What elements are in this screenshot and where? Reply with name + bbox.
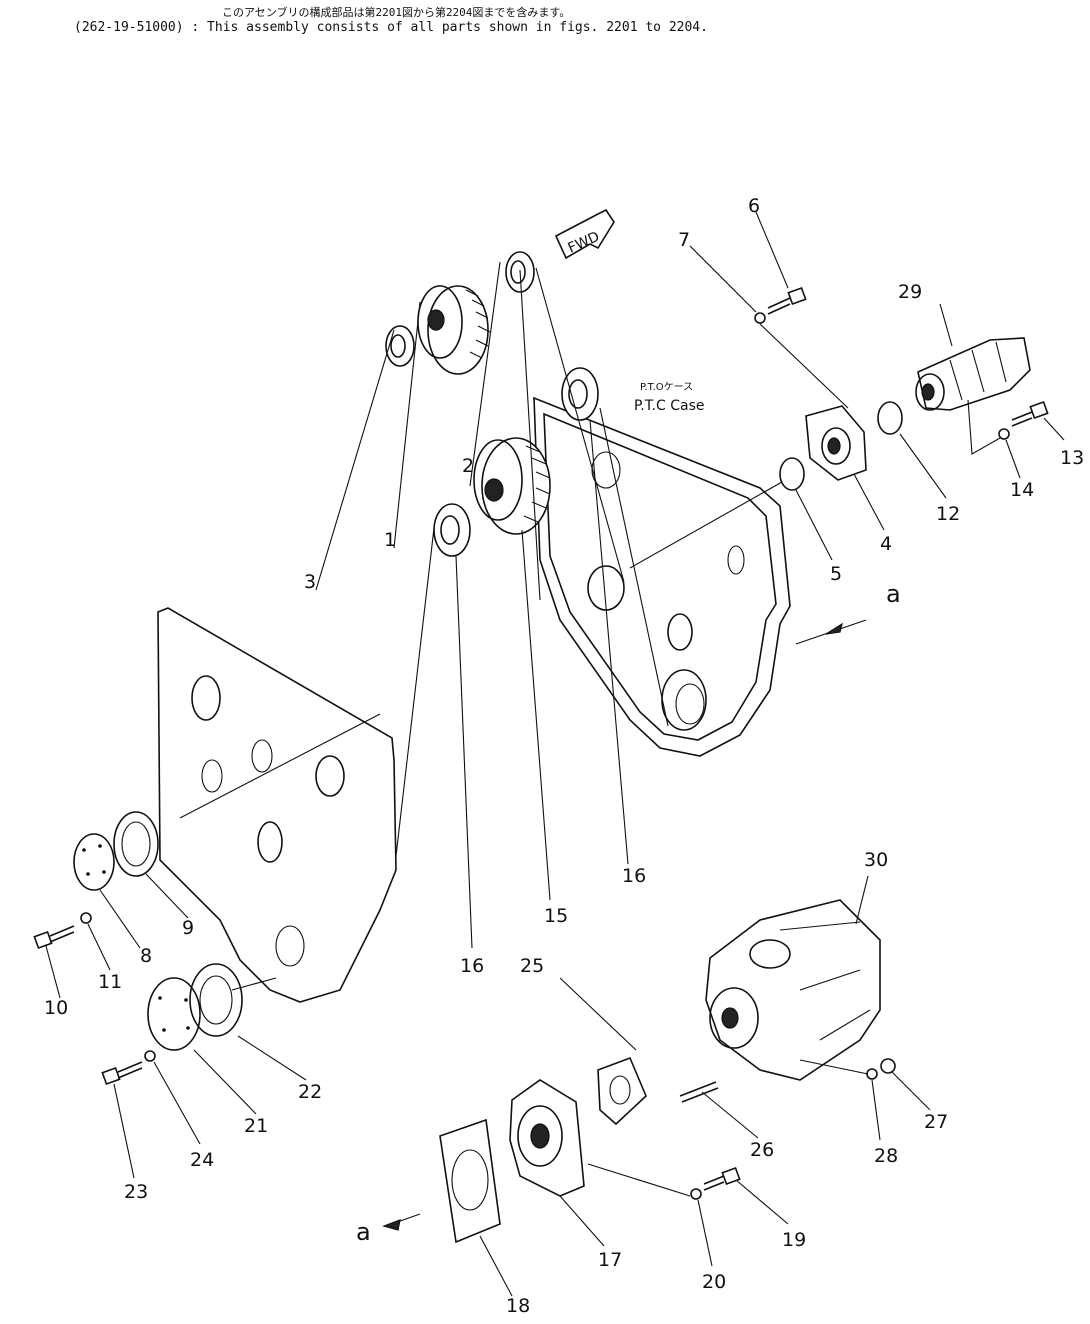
part-label-27: 27 (924, 1111, 948, 1133)
part-16-bearing-lower (433, 503, 471, 557)
view-a-arrow-lower-icon (382, 1219, 401, 1231)
part-18-gasket (439, 1118, 501, 1244)
case-label-en: P.T.C Case (634, 398, 705, 414)
part-20-washer (690, 1188, 702, 1200)
part-25-gasket-hole (609, 1075, 631, 1105)
part-label-4: 4 (880, 533, 892, 555)
view-a-label-upper: a (886, 580, 901, 608)
case-label: P.T.Oケース P.T.C Case (634, 381, 705, 414)
part-14-washer (998, 428, 1010, 440)
part-24-washer (144, 1050, 156, 1062)
part-label-30: 30 (864, 849, 888, 871)
view-a-arrow-upper-icon (825, 622, 843, 635)
part-29-gear-pump (915, 337, 1031, 411)
part-9-gasket (113, 811, 159, 877)
assembly-lines (179, 267, 1001, 1227)
part-label-18: 18 (506, 1295, 530, 1317)
part-label-5: 5 (830, 563, 842, 585)
part-label-16-lower: 16 (460, 955, 484, 977)
part-label-7: 7 (678, 229, 690, 251)
part-label-15: 15 (544, 905, 568, 927)
part-label-6: 6 (748, 195, 760, 217)
header-japanese-note: このアセンブリの構成部品は第2201図から第2204図までを含みます。 (222, 6, 571, 19)
part-1-gear (417, 285, 491, 375)
part-18-gasket-hole (451, 1149, 489, 1211)
part-label-13: 13 (1060, 447, 1084, 469)
part-30-piston-pump (705, 899, 881, 1081)
part-7-washer (754, 312, 766, 324)
part-label-14: 14 (1010, 479, 1034, 501)
part-label-21: 21 (244, 1115, 268, 1137)
part-label-9: 9 (182, 917, 194, 939)
part-label-8: 8 (140, 945, 152, 967)
part-label-3: 3 (304, 571, 316, 593)
part-label-25: 25 (520, 955, 544, 977)
part-label-16-upper: 16 (622, 865, 646, 887)
part-10-bolt (33, 925, 75, 950)
part-26-stud (679, 1081, 719, 1103)
part-27-nut (880, 1058, 896, 1074)
view-a-label-lower: a (356, 1218, 371, 1246)
part-label-12: 12 (936, 503, 960, 525)
part-label-24: 24 (190, 1149, 214, 1171)
part-label-28: 28 (874, 1145, 898, 1167)
part-11-washer (80, 912, 92, 924)
part-label-23: 23 (124, 1181, 148, 1203)
part-23-bolt (101, 1061, 143, 1086)
part-6-bolt (767, 286, 807, 315)
fwd-arrow-icon: FWD (554, 208, 615, 260)
part-17-housing (509, 1079, 585, 1197)
part-label-20: 20 (702, 1271, 726, 1293)
header-english-note: (262-19-51000) : This assembly consists … (74, 20, 708, 35)
part-21-cover (147, 977, 201, 1051)
part-13-bolt (1011, 400, 1049, 427)
case-label-jp: P.T.Oケース (640, 381, 693, 393)
part-22-gasket (189, 963, 243, 1037)
part-label-2: 2 (462, 455, 474, 477)
part-label-29: 29 (898, 281, 922, 303)
pto-case (533, 396, 791, 757)
part-4-flange (805, 405, 867, 481)
part-label-19: 19 (782, 1229, 806, 1251)
cover-plate (157, 607, 397, 1003)
part-28-washer (866, 1068, 878, 1080)
part-label-11: 11 (98, 971, 122, 993)
part-12-o-ring (877, 401, 903, 435)
part-3-bearing (385, 325, 415, 367)
part-label-22: 22 (298, 1081, 322, 1103)
part-16-bearing-upper (561, 367, 599, 421)
part-8-cover (73, 833, 115, 891)
part-label-17: 17 (598, 1249, 622, 1271)
part-label-10: 10 (44, 997, 68, 1019)
part-number-labels: 1 2 3 4 5 6 7 8 9 10 11 12 13 14 15 16 1… (44, 195, 1084, 1317)
part-15-gear (473, 437, 551, 535)
part-label-1: 1 (384, 529, 396, 551)
part-5-o-ring (779, 457, 805, 491)
part-label-26: 26 (750, 1139, 774, 1161)
fwd-label: FWD (566, 229, 602, 257)
part-19-bolt (703, 1166, 741, 1191)
leader-lines (45, 211, 1065, 1297)
part-25-gasket (597, 1056, 647, 1126)
